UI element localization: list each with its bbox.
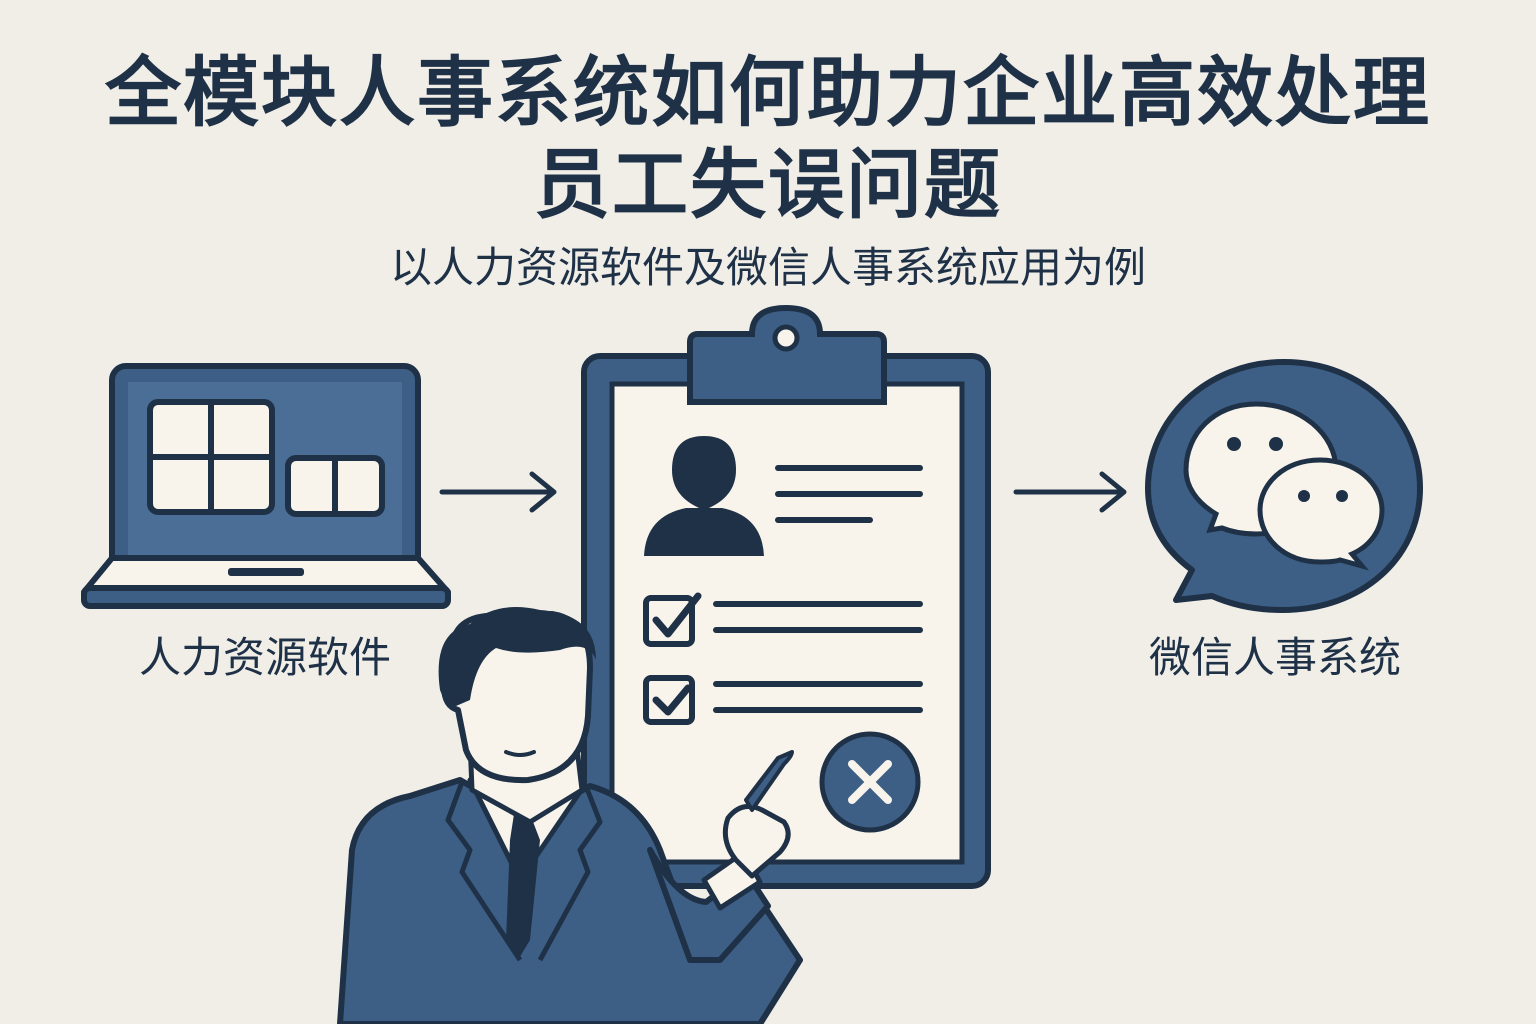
user-silhouette-icon — [644, 436, 764, 556]
checkbox-checked-icon — [643, 675, 695, 725]
laptop-icon — [81, 363, 451, 609]
node-caption-hr-software: 人力资源软件 — [138, 633, 391, 682]
chat-bubble-icon — [1145, 359, 1423, 613]
arrow-right-icon — [1013, 471, 1127, 513]
clipboard-icon — [581, 304, 991, 889]
x-circle-icon — [819, 731, 921, 833]
businessman-figure — [337, 607, 803, 1024]
checkbox-checked-icon — [643, 592, 702, 647]
page-title-line-1: 全模块人事系统如何助力企业高效处理 — [105, 48, 1431, 137]
arrow-right-icon — [439, 471, 557, 513]
pen-icon — [744, 750, 794, 812]
page-title-line-2: 员工失误问题 — [534, 140, 1002, 229]
node-caption-wechat-hr-system: 微信人事系统 — [1148, 633, 1401, 682]
page-subtitle: 以人力资源软件及微信人事系统应用为例 — [389, 243, 1146, 292]
